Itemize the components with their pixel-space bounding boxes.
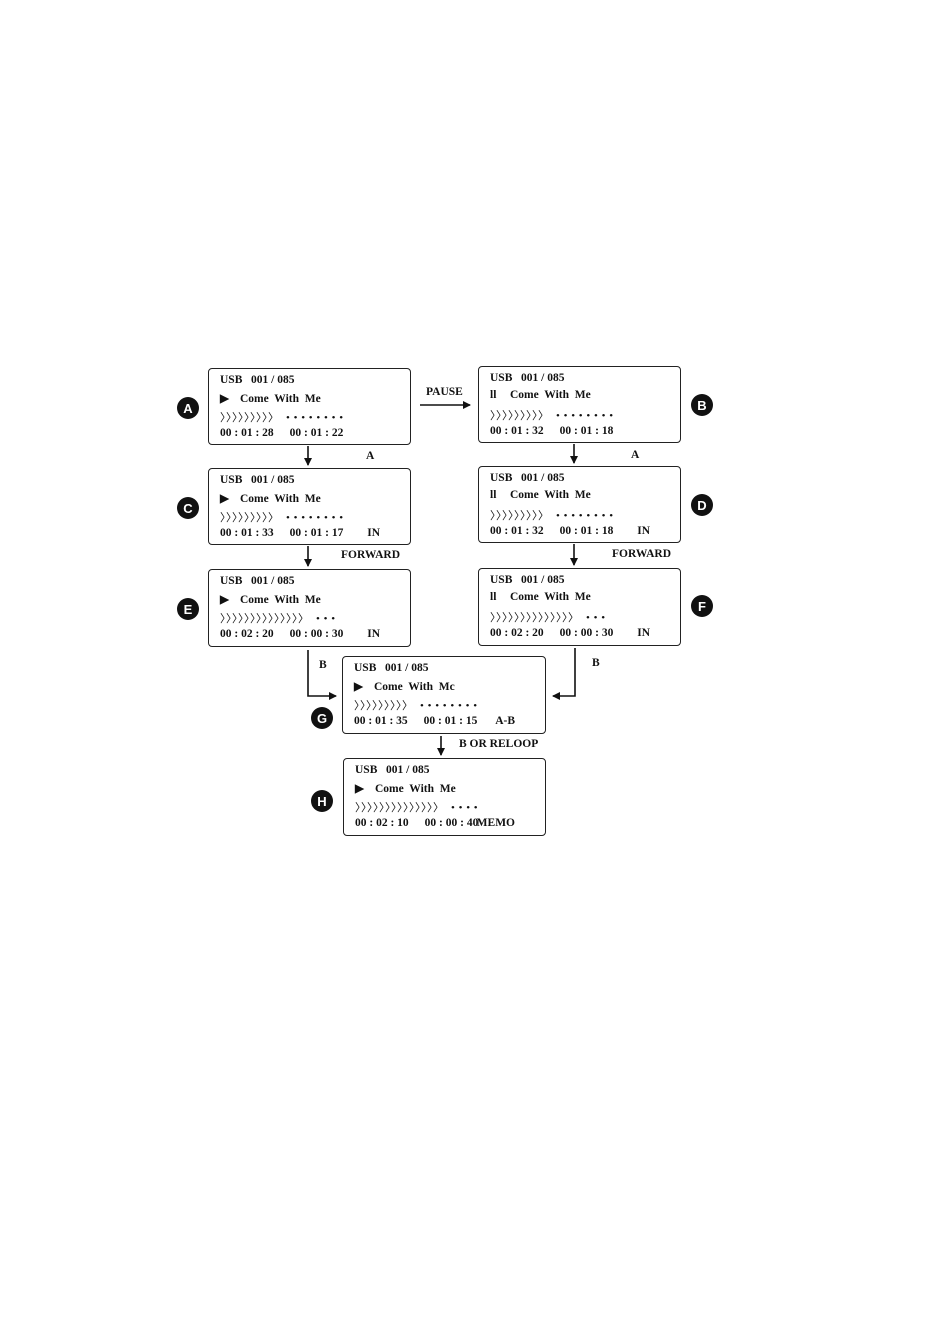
remaining-time: 00 : 00 : 30 — [559, 627, 614, 639]
track-title: Come With Me — [240, 594, 321, 606]
pause-icon: ll — [490, 389, 497, 401]
lcd-header: USB 001 / 085 — [220, 474, 295, 486]
lcd-screen-e: USB 001 / 085 ▶ Come With Me 〉〉〉〉〉〉〉〉〉〉〉〉… — [208, 569, 411, 647]
mode-indicator: IN — [637, 627, 650, 639]
elapsed-time: 00 : 01 : 28 — [220, 427, 274, 439]
progress-bar: 〉〉〉〉〉〉〉〉〉 • • • • • • • • — [354, 700, 478, 712]
track-title: Come With Me — [375, 783, 456, 795]
pause-icon: ll — [490, 591, 497, 603]
label-b-left: B — [319, 659, 327, 671]
play-icon: ▶ — [220, 493, 229, 505]
lcd-header: USB 001 / 085 — [355, 764, 430, 776]
label-a-right: A — [631, 449, 640, 461]
lcd-header: USB 001 / 085 — [490, 574, 565, 586]
play-icon: ▶ — [220, 594, 229, 606]
label-forward-left: FORWARD — [341, 549, 401, 561]
lcd-screen-a: USB 001 / 085 ▶ Come With Me 〉〉〉〉〉〉〉〉〉 • … — [208, 368, 411, 445]
label-b-right: B — [592, 657, 600, 669]
mode-indicator: IN — [637, 525, 650, 537]
play-icon: ▶ — [220, 393, 229, 405]
badge-e: E — [177, 598, 199, 620]
lcd-header: USB 001 / 085 — [220, 575, 295, 587]
remaining-time: 00 : 00 : 40 — [424, 817, 479, 829]
remaining-time: 00 : 00 : 30 — [289, 628, 344, 640]
badge-a: A — [177, 397, 199, 419]
remaining-time: 00 : 01 : 18 — [559, 525, 614, 537]
label-a-left: A — [366, 450, 375, 462]
play-icon: ▶ — [355, 783, 364, 795]
label-pause: PAUSE — [426, 386, 463, 398]
track-title: Come With Me — [510, 389, 591, 401]
label-b-or-reloop: B OR RELOOP — [459, 738, 539, 750]
badge-h: H — [311, 790, 333, 812]
elapsed-time: 00 : 01 : 32 — [490, 425, 544, 437]
remaining-time: 00 : 01 : 17 — [289, 527, 344, 539]
lcd-header: USB 001 / 085 — [490, 372, 565, 384]
elapsed-time: 00 : 01 : 33 — [220, 527, 274, 539]
elapsed-time: 00 : 01 : 35 — [354, 715, 408, 727]
lcd-screen-f: USB 001 / 085 ll Come With Me 〉〉〉〉〉〉〉〉〉〉〉… — [478, 568, 681, 646]
track-title: Come With Me — [510, 489, 591, 501]
remaining-time: 00 : 01 : 18 — [559, 425, 614, 437]
progress-bar: 〉〉〉〉〉〉〉〉〉 • • • • • • • • — [490, 510, 614, 522]
lcd-header: USB 001 / 085 — [490, 472, 565, 484]
badge-f: F — [691, 595, 713, 617]
elapsed-time: 00 : 02 : 20 — [490, 627, 544, 639]
mode-indicator: MEMO — [476, 817, 515, 829]
progress-bar: 〉〉〉〉〉〉〉〉〉〉〉〉〉〉 • • • • — [355, 802, 479, 814]
progress-bar: 〉〉〉〉〉〉〉〉〉〉〉〉〉〉 • • • — [490, 612, 606, 624]
lcd-screen-c: USB 001 / 085 ▶ Come With Me 〉〉〉〉〉〉〉〉〉 • … — [208, 468, 411, 545]
track-title: Come With Mc — [374, 681, 455, 693]
arrow-b-left — [307, 650, 337, 700]
track-title: Come With Me — [240, 393, 321, 405]
lcd-screen-g: USB 001 / 085 ▶ Come With Mc 〉〉〉〉〉〉〉〉〉 • … — [342, 656, 546, 734]
mode-indicator: A-B — [495, 715, 515, 727]
elapsed-time: 00 : 02 : 10 — [355, 817, 409, 829]
pause-icon: ll — [490, 489, 497, 501]
track-title: Come With Me — [510, 591, 591, 603]
play-icon: ▶ — [354, 681, 363, 693]
badge-d: D — [691, 494, 713, 516]
mode-indicator: IN — [367, 527, 380, 539]
elapsed-time: 00 : 01 : 32 — [490, 525, 544, 537]
badge-g: G — [311, 707, 333, 729]
lcd-screen-d: USB 001 / 085 ll Come With Me 〉〉〉〉〉〉〉〉〉 •… — [478, 466, 681, 543]
elapsed-time: 00 : 02 : 20 — [220, 628, 274, 640]
track-title: Come With Me — [240, 493, 321, 505]
label-forward-right: FORWARD — [612, 548, 672, 560]
arrow-b-right — [552, 648, 576, 700]
progress-bar: 〉〉〉〉〉〉〉〉〉 • • • • • • • • — [220, 412, 344, 424]
progress-bar: 〉〉〉〉〉〉〉〉〉〉〉〉〉〉 • • • — [220, 613, 336, 625]
lcd-screen-h: USB 001 / 085 ▶ Come With Me 〉〉〉〉〉〉〉〉〉〉〉〉… — [343, 758, 546, 836]
lcd-header: USB 001 / 085 — [220, 374, 295, 386]
remaining-time: 00 : 01 : 22 — [289, 427, 344, 439]
badge-b: B — [691, 394, 713, 416]
lcd-header: USB 001 / 085 — [354, 662, 429, 674]
lcd-screen-b: USB 001 / 085 ll Come With Me 〉〉〉〉〉〉〉〉〉 •… — [478, 366, 681, 443]
remaining-time: 00 : 01 : 15 — [423, 715, 478, 727]
progress-bar: 〉〉〉〉〉〉〉〉〉 • • • • • • • • — [490, 410, 614, 422]
progress-bar: 〉〉〉〉〉〉〉〉〉 • • • • • • • • — [220, 512, 344, 524]
mode-indicator: IN — [367, 628, 380, 640]
badge-c: C — [177, 497, 199, 519]
